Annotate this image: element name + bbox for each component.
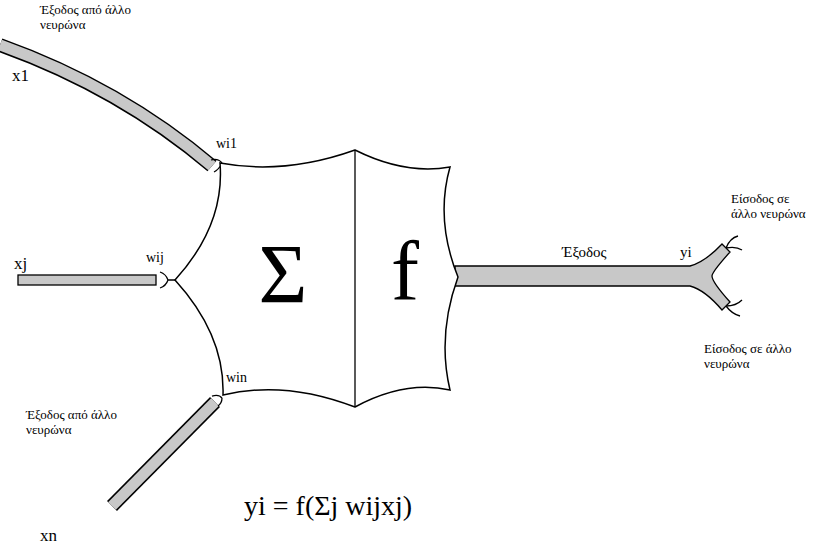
neuron-body: Σf — [165, 145, 460, 410]
caption-label: Έξοδος από άλλο νευρώνα — [40, 3, 140, 33]
axon-outline — [112, 402, 215, 506]
symbol-label: xj — [14, 254, 27, 274]
axon — [18, 275, 156, 285]
sum-symbol: Σ — [259, 233, 308, 317]
axon-fill — [112, 402, 215, 506]
axon-outline — [0, 45, 212, 166]
caption-label: Είσοδος σε άλλο νευρώνα — [704, 342, 804, 372]
divider-line — [354, 150, 355, 407]
symbol-label: x1 — [12, 66, 29, 86]
symbol-label: wi1 — [216, 136, 237, 152]
activation-symbol: f — [391, 229, 419, 313]
synapse — [160, 272, 176, 288]
symbol-label: xn — [40, 526, 57, 546]
symbol-label: wij — [146, 250, 164, 266]
axon-fill — [0, 45, 212, 166]
formula: yi = f(Σj wijxj) — [244, 490, 412, 522]
caption-label: Είσοδος σε άλλο νευρώνα — [731, 192, 809, 222]
output-axon — [455, 244, 730, 310]
cell-body-shape — [175, 150, 458, 407]
terminal — [726, 300, 742, 316]
symbol-label: Έξοδος — [562, 244, 607, 261]
synapse — [212, 395, 222, 406]
terminal — [726, 236, 742, 250]
caption-label: Έξοδος από άλλο νευρώνα — [26, 408, 128, 438]
symbol-label: yi — [680, 244, 692, 261]
symbol-label: win — [226, 370, 247, 386]
